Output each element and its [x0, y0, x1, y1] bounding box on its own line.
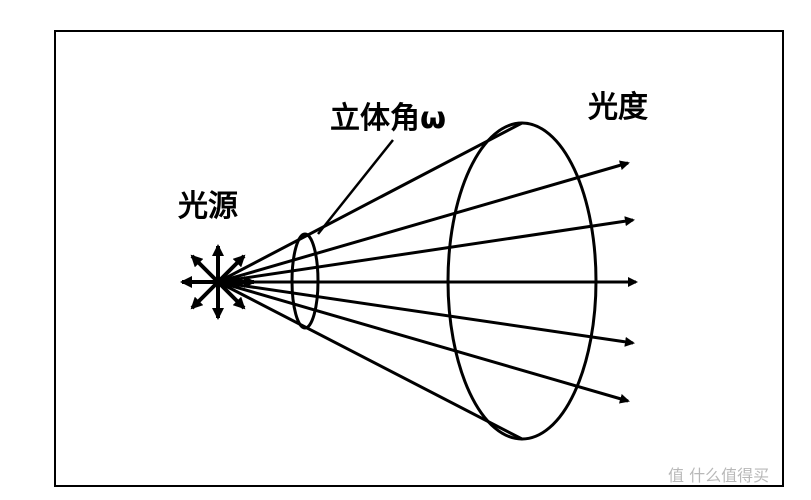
watermark: 值 什么值得买: [668, 466, 769, 485]
solid-angle-leader-line: [317, 139, 394, 235]
diagram-frame: [54, 30, 784, 487]
cone-outline: [217, 121, 523, 441]
luminous-intensity-label: 光度: [588, 90, 648, 125]
solid-angle-label: 立体角ω: [330, 101, 446, 136]
light-rays: [217, 160, 638, 404]
light-source-label: 光源: [178, 189, 238, 224]
